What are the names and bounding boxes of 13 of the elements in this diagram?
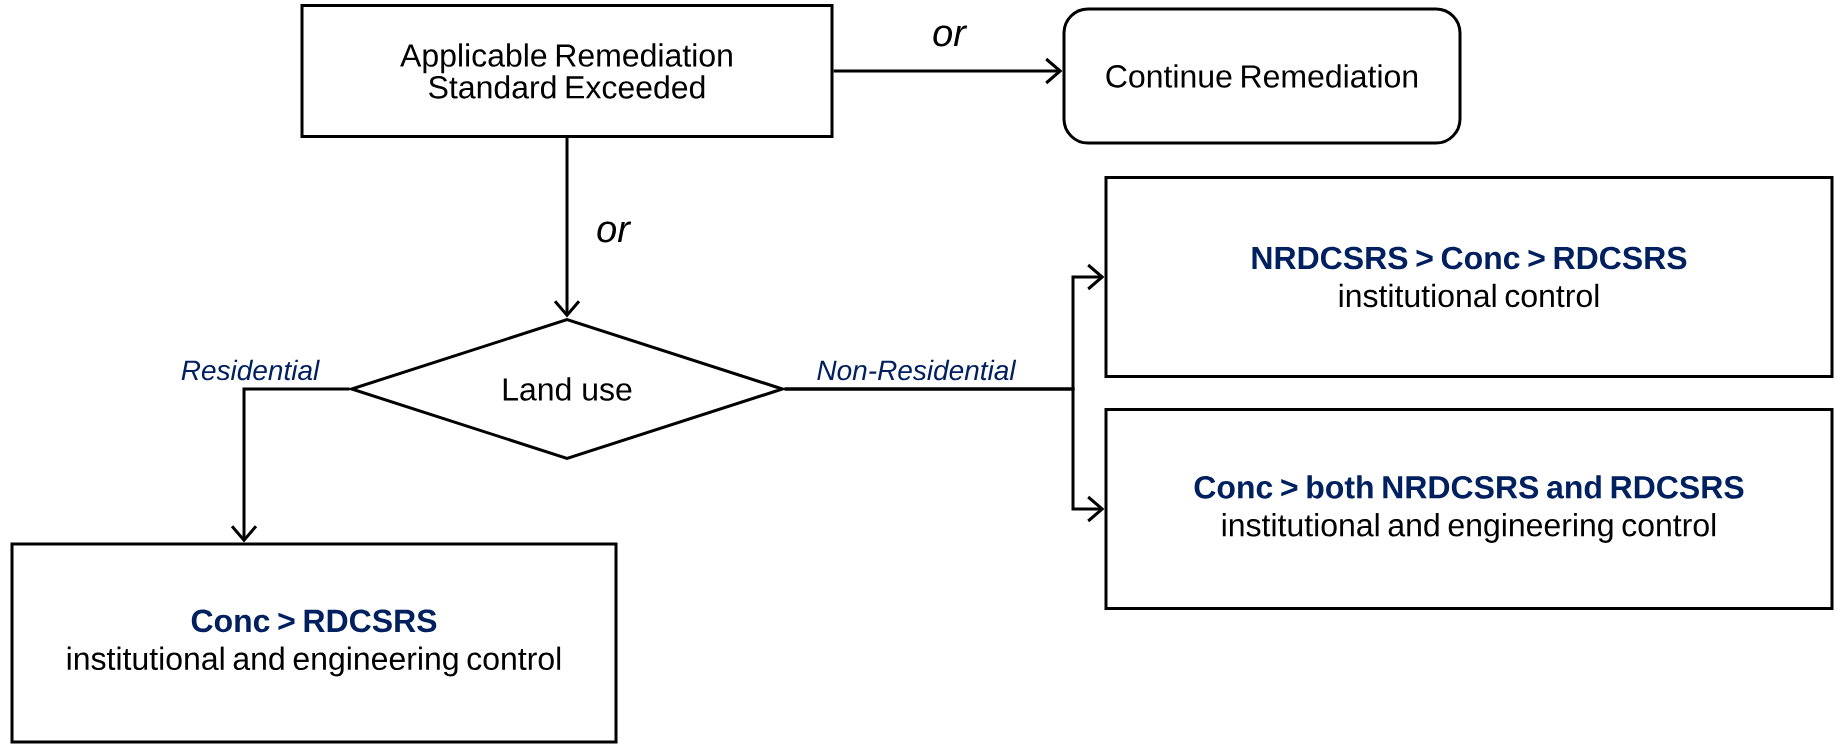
edge-label: Non-Residential [814,357,1018,383]
arrow [230,387,350,543]
edge-label: or [594,219,632,245]
process-box: NRDCSRS > Conc > RDCSRS institutional control [1104,176,1834,378]
arrow [833,57,1063,85]
edge-label: or [930,23,968,49]
edge-label: Residential [178,357,322,383]
process-box: Applicable Remediation Standard Exceeded [300,4,834,138]
process-box: Conc > both NRDCSRS and RDCSRS institutional and engineering control [1104,408,1834,610]
process-box: Continue Remediation [1062,7,1462,145]
process-box: Conc > RDCSRS institutional and engineering control [10,542,618,744]
arrow [784,387,1105,523]
arrow [553,138,581,318]
